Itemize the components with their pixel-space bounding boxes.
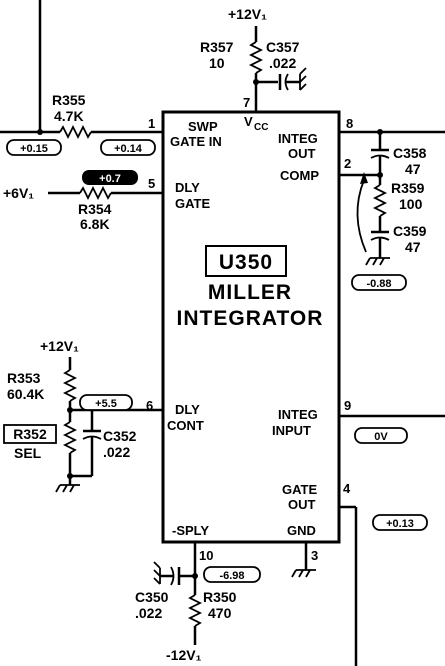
pin7-number: 7 [243, 95, 250, 110]
voltage-comp-box [351, 274, 407, 291]
supply-left-6v: +6V₁ [3, 185, 34, 201]
r353-ref: R353 [7, 370, 41, 386]
r354-value: 6.8K [80, 216, 110, 232]
junction-pin1 [37, 129, 43, 135]
ground-symbol-c359 [365, 257, 390, 266]
voltage-pin6: +5.5 [95, 398, 117, 410]
pin8-number: 8 [346, 116, 353, 131]
voltage-pin5: +0.7 [99, 173, 121, 185]
pin1-label-line2: GATE IN [170, 134, 222, 149]
c359-ref: C359 [393, 223, 427, 239]
resistor-r350 [187, 594, 203, 627]
resistor-r354 [79, 185, 112, 201]
pin10-label: -SPLY [172, 523, 209, 538]
ground-symbol-pin3 [291, 569, 316, 578]
c352-ref: C352 [103, 428, 137, 444]
r355-value: 4.7K [54, 108, 84, 124]
voltage-pin9-box [354, 427, 408, 444]
c357-ref: C357 [266, 39, 300, 55]
voltage-pin1-box [100, 139, 156, 156]
pin1-label-line1: SWP [188, 119, 218, 134]
pin6-label-line2: CONT [167, 418, 204, 433]
pin1-number: 1 [148, 116, 155, 131]
resistor-r355 [59, 124, 92, 140]
pin10-number: 10 [199, 548, 213, 563]
pin7-label-cc: CC [254, 122, 268, 133]
r359-value: 100 [399, 196, 423, 212]
r352-ref: R352 [13, 426, 47, 442]
pin8-label-line2: OUT [288, 146, 316, 161]
chip-designator: U350 [219, 251, 273, 274]
voltage-pin9: 0V [374, 431, 388, 443]
r352-ref-box [3, 424, 57, 444]
pin5-label-line2: GATE [175, 196, 210, 211]
chip-name-line1: MILLER [208, 281, 292, 304]
pin4-label-line1: GATE [282, 482, 317, 497]
resistor-r352 [62, 421, 78, 454]
supply-bottom: -12V₁ [166, 647, 202, 663]
ground-symbol-c350 [153, 561, 161, 585]
pin6-number: 6 [146, 398, 153, 413]
c358-ref: C358 [393, 145, 427, 161]
voltage-left1-box [6, 139, 62, 156]
r353-value: 60.4K [7, 386, 44, 402]
r357-ref: R357 [200, 39, 234, 55]
supply-left-12v: +12V₁ [40, 338, 79, 354]
c350-ref: C350 [135, 589, 169, 605]
voltage-pin4: +0.13 [386, 518, 414, 530]
voltage-pin5-box [82, 170, 138, 185]
pin9-label-line1: INTEG [278, 407, 318, 422]
voltage-comp: -0.88 [366, 278, 391, 290]
voltage-pin6-box [79, 394, 133, 411]
pin7-label-v: V [244, 114, 253, 129]
c359-value: 47 [405, 239, 421, 255]
pin4-number: 4 [343, 481, 351, 496]
pin5-number: 5 [148, 176, 155, 191]
r350-ref: R350 [203, 589, 237, 605]
chip-name-line2: INTEGRATOR [177, 307, 324, 330]
chip-designator-box [205, 245, 287, 277]
pin3-number: 3 [311, 548, 318, 563]
chip-body [161, 110, 341, 544]
ground-symbol-r352 [55, 484, 80, 493]
resistor-r359 [372, 184, 388, 217]
voltage-left1: +0.15 [20, 143, 48, 155]
pin5-label-line1: DLY [175, 180, 200, 195]
c352-value: .022 [103, 444, 130, 460]
r359-ref: R359 [391, 180, 425, 196]
c350-value: .022 [135, 605, 162, 621]
c358-value: 47 [405, 161, 421, 177]
ground-symbol-c357 [299, 67, 307, 91]
voltage-pin4-box [372, 514, 428, 531]
voltage-pin10: -6.98 [219, 570, 244, 582]
voltage-pin10-box [203, 566, 261, 583]
pin4-label-line2: OUT [288, 497, 316, 512]
pin3-label: GND [287, 523, 316, 538]
r355-ref: R355 [52, 92, 86, 108]
pin2-label: COMP [280, 168, 319, 183]
supply-top: +12V₁ [228, 6, 267, 22]
pin9-number: 9 [344, 398, 351, 413]
r354-ref: R354 [78, 201, 112, 217]
pin9-label-line2: INPUT [272, 423, 311, 438]
r357-value: 10 [209, 55, 225, 71]
adjust-arrow [356, 179, 367, 253]
c357-value: .022 [269, 55, 296, 71]
r350-value: 470 [208, 605, 232, 621]
pin2-number: 2 [344, 156, 351, 171]
pin6-label-line1: DLY [175, 402, 200, 417]
r352-value: SEL [14, 445, 42, 461]
voltage-pin1: +0.14 [114, 143, 143, 155]
resistor-r353 [62, 369, 78, 402]
pin8-label-line1: INTEG [278, 131, 318, 146]
resistor-r357 [248, 41, 264, 74]
